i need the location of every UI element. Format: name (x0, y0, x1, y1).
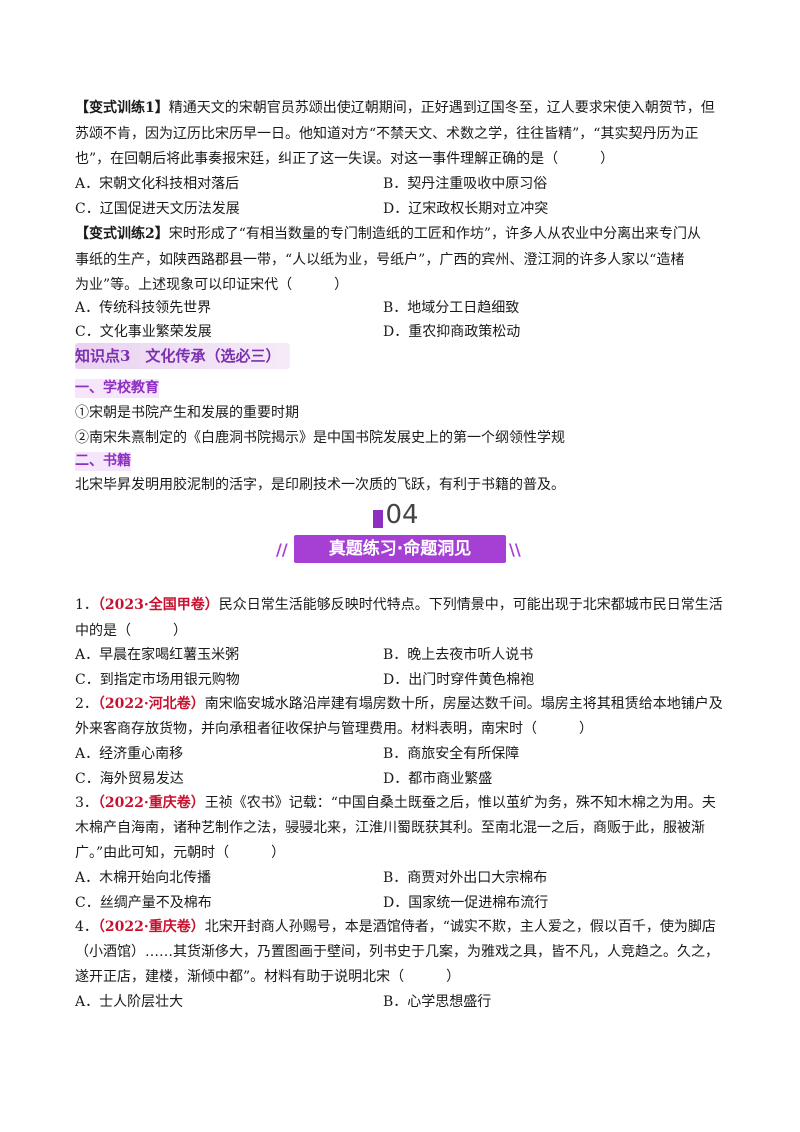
school-heading: 一、学校教育 (75, 380, 159, 396)
question-4-source: （2022·重庆卷） (97, 919, 205, 935)
banner-right-decoration: \\ (509, 540, 521, 559)
school-item-1: ①宋朝是书院产生和发展的重要时期 (75, 405, 299, 421)
exercise-2-line-3: 为业”等。上述现象可以印证宋代（ ） (75, 277, 349, 293)
question-3-line-1: 3．（2022·重庆卷）王祯《农书》记载：“中国自桑土既蚕之后，惟以茧纩为务，殊… (75, 793, 716, 813)
question-2-text: 南宋临安城水路沿岸建有塌房数十所，房屋达数千间。塌房主将其租赁给本地铺户及 (204, 696, 723, 712)
question-2-option-c: C．海外贸易发达 (75, 771, 184, 787)
question-4-option-a: A．士人阶层壮大 (75, 994, 184, 1010)
question-1-source: （2023·全国甲卷） (97, 597, 219, 613)
section-title: 真题练习·命题洞见 (328, 539, 472, 559)
question-3-option-d: D．国家统一促进棉布流行 (383, 895, 549, 911)
question-1-option-b: B．晚上去夜市听人说书 (383, 647, 534, 663)
exercise-2-line-2: 事纸的生产，如陕西路郡县一带，“人以纸为业，号纸户”，广西的宾州、澄江洞的许多人… (75, 252, 685, 268)
question-1-line-1: 1．（2023·全国甲卷）民众日常生活能够反映时代特点。下列情景中，可能出现于北… (75, 595, 723, 615)
question-4-option-b: B．心学思想盛行 (383, 994, 492, 1010)
question-3-source: （2022·重庆卷） (97, 795, 205, 811)
question-1-line-2: 中的是（ ） (75, 623, 187, 639)
books-text: 北宋毕昇发明用胶泥制的活字，是印刷技术一次质的飞跃，有利于书籍的普及。 (75, 477, 565, 493)
exercise-1-line-2: 苏颂不肯，因为辽历比宋历早一日。他知道对方“不禁天文、术数之学，往往皆精”，“其… (75, 126, 699, 142)
question-2-option-a: A．经济重心南移 (75, 746, 184, 762)
exercise-2-option-d: D．重农抑商政策松动 (383, 324, 521, 340)
exercise-1-option-b: B．契丹注重吸收中原习俗 (383, 176, 548, 192)
exercise-2-option-a: A．传统科技领先世界 (75, 300, 212, 316)
exercise-1-line-1: 【变式训练1】精通天文的宋朝官员苏颂出使辽朝期间，正好遇到辽国冬至，辽人要求宋使… (75, 98, 715, 118)
exercise-1-option-d: D．辽宋政权长期对立冲突 (383, 201, 549, 217)
question-4-line-1: 4．（2022·重庆卷）北宋开封商人孙赐号，本是酒馆侍者，“诚实不欺，主人爱之，… (75, 917, 716, 937)
exercise-2-text: 宋时形成了“有相当数量的专门制造纸的工匠和作坊”，许多人从农业中分离出来专门从 (168, 226, 702, 242)
books-heading: 二、书籍 (75, 453, 131, 469)
question-2-line-1: 2．（2022·河北卷）南宋临安城水路沿岸建有塌房数十所，房屋达数千间。塌房主将… (75, 694, 723, 714)
question-1-option-a: A．早晨在家喝红薯玉米粥 (75, 647, 240, 663)
knowledge-point-highlight (75, 343, 290, 369)
question-3-option-c: C．丝绸产量不及棉布 (75, 895, 212, 911)
question-1-option-c: C．到指定市场用银元购物 (75, 672, 240, 688)
question-3-text: 王祯《农书》记载：“中国自桑土既蚕之后，惟以茧纩为务，殊不知木棉之为用。夫 (204, 795, 716, 811)
knowledge-point-title: 知识点3 文化传承（选必三） (75, 347, 281, 365)
question-4-line-2: （小酒馆）……其货渐侈大，乃置图画于壁间，列书史于几案，为雅戏之具，皆不凡，人竞… (75, 944, 719, 960)
question-1-text: 民众日常生活能够反映时代特点。下列情景中，可能出现于北宋都城市民日常生活 (218, 597, 723, 613)
exercise-1-option-a: A．宋朝文化科技相对落后 (75, 176, 240, 192)
question-3-option-b: B．商贾对外出口大宗棉布 (383, 870, 548, 886)
question-3-option-a: A．木棉开始向北传播 (75, 870, 212, 886)
exercise-2-tag: 【变式训练2】 (75, 226, 169, 242)
question-2-source: （2022·河北卷） (97, 696, 205, 712)
question-3-number: 3． (75, 795, 98, 811)
question-2-line-2: 外来客商存放货物，并向承租者征收保护与管理费用。材料表明，南宋时（ ） (75, 721, 593, 737)
question-3-line-3: 广。”由此可知，元朝时（ ） (75, 845, 286, 861)
exercise-2-option-b: B．地域分工日趋细致 (383, 300, 520, 316)
banner-left-decoration: // (276, 540, 288, 559)
question-2-option-d: D．都市商业繁盛 (383, 771, 493, 787)
question-4-line-3: 遂开正店，建楼，渐倾中都”。材料有助于说明北宋（ ） (75, 969, 461, 985)
section-number-accent (373, 510, 383, 528)
school-heading-highlight (75, 379, 159, 398)
question-1-option-d: D．出门时穿件黄色棉袍 (383, 672, 535, 688)
question-2-number: 2． (75, 696, 98, 712)
question-3-line-2: 木棉产自海南，诸种艺制作之法，骎骎北来，江淮川蜀既获其利。至南北混一之后，商贩于… (75, 820, 705, 836)
exercise-1-option-c: C．辽国促进天文历法发展 (75, 201, 240, 217)
exercise-1-text: 精通天文的宋朝官员苏颂出使辽朝期间，正好遇到辽国冬至，辽人要求宋使入朝贺节，但 (168, 100, 715, 116)
section-banner (294, 535, 506, 563)
question-1-number: 1． (75, 597, 98, 613)
books-heading-highlight (75, 452, 131, 471)
school-item-2: ②南宋朱熹制定的《白鹿洞书院揭示》是中国书院发展史上的第一个纲领性学规 (75, 430, 565, 446)
exercise-1-line-3: 也”，在回朝后将此事奏报宋廷，纠正了这一失误。对这一事件理解正确的是（ ） (75, 151, 615, 167)
exercise-2-option-c: C．文化事业繁荣发展 (75, 324, 212, 340)
exercise-1-tag: 【变式训练1】 (75, 100, 169, 116)
question-2-option-b: B．商旅安全有所保障 (383, 746, 520, 762)
exercise-2-line-1: 【变式训练2】宋时形成了“有相当数量的专门制造纸的工匠和作坊”，许多人从农业中分… (75, 224, 701, 244)
question-4-number: 4． (75, 919, 98, 935)
section-number: 04 (385, 500, 419, 530)
question-4-text: 北宋开封商人孙赐号，本是酒馆侍者，“诚实不欺，主人爱之，假以百千，使为脚店 (204, 919, 716, 935)
